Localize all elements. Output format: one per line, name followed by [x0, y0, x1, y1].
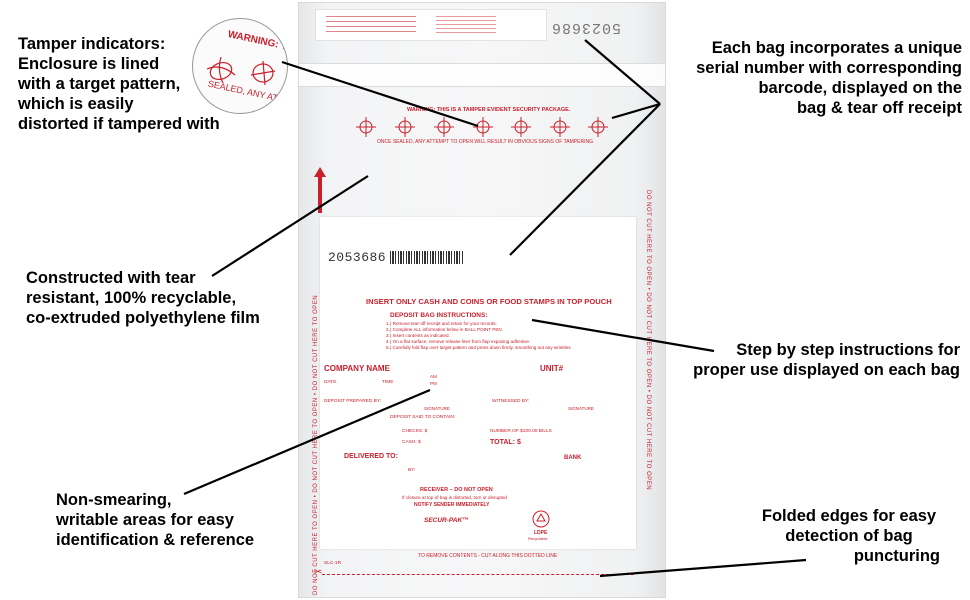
am-label: AM	[430, 374, 437, 379]
target-icon	[434, 117, 454, 137]
callout-line: Enclosure is lined	[18, 55, 160, 73]
recycle-icon	[532, 510, 550, 528]
callout-line: which is easily	[18, 95, 134, 113]
callout-line: proper use displayed on each bag	[693, 361, 960, 379]
callout-line: serial number with corresponding	[696, 59, 962, 77]
instruction-step: 4.) On a flat surface, remove release li…	[386, 339, 531, 344]
callout-line: Step by step instructions for	[736, 341, 960, 359]
label-lines	[436, 16, 496, 36]
callout-line: bag & tear off receipt	[796, 99, 962, 117]
signature-label: SIGNATURE	[568, 406, 594, 411]
callout-line: detection of bag	[785, 527, 913, 545]
distorted-target-icon	[206, 56, 276, 86]
notify-label: NOTIFY SENDER IMMEDIATELY	[414, 502, 490, 508]
instruction-step: 3.) Insert contents as indicated.	[386, 333, 450, 338]
unit-label: UNIT#	[540, 364, 564, 373]
tamper-indicators-callout: Tamper indicators: Enclosure is lined wi…	[18, 34, 220, 134]
barcode	[390, 251, 464, 264]
callout-line: Constructed with tear	[26, 269, 196, 287]
serial-number-callout: Each bag incorporates a unique serial nu…	[696, 38, 962, 118]
receiver-note: If closure at top of bag is distorted, t…	[402, 495, 507, 500]
company-name-label: COMPANY NAME	[324, 364, 390, 373]
delivered-to-label: DELIVERED TO:	[344, 453, 398, 460]
pm-label: PM	[430, 381, 437, 386]
arrow-up-icon	[314, 167, 326, 177]
target-icon	[588, 117, 608, 137]
brand-label: SECUR-PAK™	[424, 517, 469, 524]
callout-line: writable areas for easy	[56, 511, 234, 529]
target-pattern	[356, 117, 608, 137]
arrow-up-icon	[318, 173, 322, 213]
bills-label: NUMBER OF $100.00 BILLS	[490, 429, 552, 434]
callout-line: barcode, displayed on the	[758, 79, 962, 97]
side-text-left: DO NOT CUT HERE TO OPEN • DO NOT CUT HER…	[313, 294, 319, 595]
time-label: TIME	[382, 380, 394, 385]
deposit-slip: 2053686 INSERT ONLY CASH AND COINS OR FO…	[320, 217, 636, 549]
target-icon	[511, 117, 531, 137]
constructed-callout: Constructed with tear resistant, 100% re…	[26, 268, 260, 328]
callout-line: distorted if tampered with	[18, 115, 220, 133]
cut-line	[322, 574, 634, 575]
callout-line: co-extruded polyethylene film	[26, 309, 260, 327]
slc-label: SLC-1R	[324, 561, 342, 566]
instruction-step: 2.) Complete ALL information below in BA…	[386, 327, 502, 332]
instruction-step: 5.) Carefully fold flap over target patt…	[386, 345, 572, 350]
bank-label: BANK	[564, 455, 582, 461]
callout-line: puncturing	[853, 547, 940, 565]
label-lines	[326, 16, 416, 34]
deposit-heading: INSERT ONLY CASH AND COINS OR FOOD STAMP…	[366, 297, 612, 306]
warning-subtext: ONCE SEALED, ANY ATTEMPT TO OPEN WILL RE…	[377, 139, 595, 145]
writable-callout: Non-smearing, writable areas for easy id…	[56, 490, 254, 550]
serial-number: 2053686	[328, 250, 387, 265]
callout-line: Non-smearing,	[56, 491, 172, 509]
callout-line: Folded edges for easy	[761, 507, 937, 525]
adhesive-band	[299, 63, 665, 87]
recyclable-label: Recyclable	[528, 536, 548, 541]
signature-label: SIGNATURE	[424, 406, 450, 411]
instruction-step: 1.) Remove tear-off receipt and retain f…	[386, 321, 497, 326]
target-icon	[395, 117, 415, 137]
deposit-said-label: DEPOSIT SAID TO CONTAIN:	[390, 415, 456, 420]
instructions-callout: Step by step instructions for proper use…	[693, 340, 960, 380]
scissors-icon: ✂	[314, 567, 323, 578]
deposit-prepared-label: DEPOSIT PREPARED BY:	[324, 399, 382, 404]
warning-text: WARNING: THIS IS A TAMPER EVIDENT SECURI…	[407, 107, 571, 113]
ldpe-label: LDPE	[534, 530, 548, 536]
total-label: TOTAL: $	[490, 439, 521, 446]
side-text-right: DO NOT CUT HERE TO OPEN • DO NOT CUT HER…	[645, 190, 651, 491]
callout-line: resistant, 100% recyclable,	[26, 289, 237, 307]
tamper-lens: WARNING: THIS SEALED, ANY ATTEMPT	[192, 18, 288, 114]
target-icon	[473, 117, 493, 137]
receiver-label: RECEIVER – DO NOT OPEN	[420, 487, 493, 493]
callout-line: Tamper indicators:	[18, 35, 166, 53]
instructions-title: DEPOSIT BAG INSTRUCTIONS:	[390, 312, 488, 319]
top-label-strip	[315, 9, 547, 41]
date-label: DATE	[324, 380, 337, 385]
callout-line: with a target pattern,	[18, 75, 181, 93]
callout-line: identification & reference	[56, 531, 255, 549]
checks-label: CHECKS: $	[402, 429, 428, 434]
top-serial-number: 5023686	[551, 19, 622, 36]
target-icon	[550, 117, 570, 137]
witnessed-by-label: WITNESSED BY:	[492, 399, 530, 404]
by-label: BY:	[408, 468, 416, 473]
cash-label: CASH: $	[402, 440, 421, 445]
target-icon	[356, 117, 376, 137]
callout-line: Each bag incorporates a unique	[711, 39, 962, 57]
folded-edges-callout: Folded edges for easy detection of bag p…	[744, 506, 954, 566]
remove-contents-text: TO REMOVE CONTENTS - CUT ALONG THIS DOTT…	[418, 553, 558, 559]
